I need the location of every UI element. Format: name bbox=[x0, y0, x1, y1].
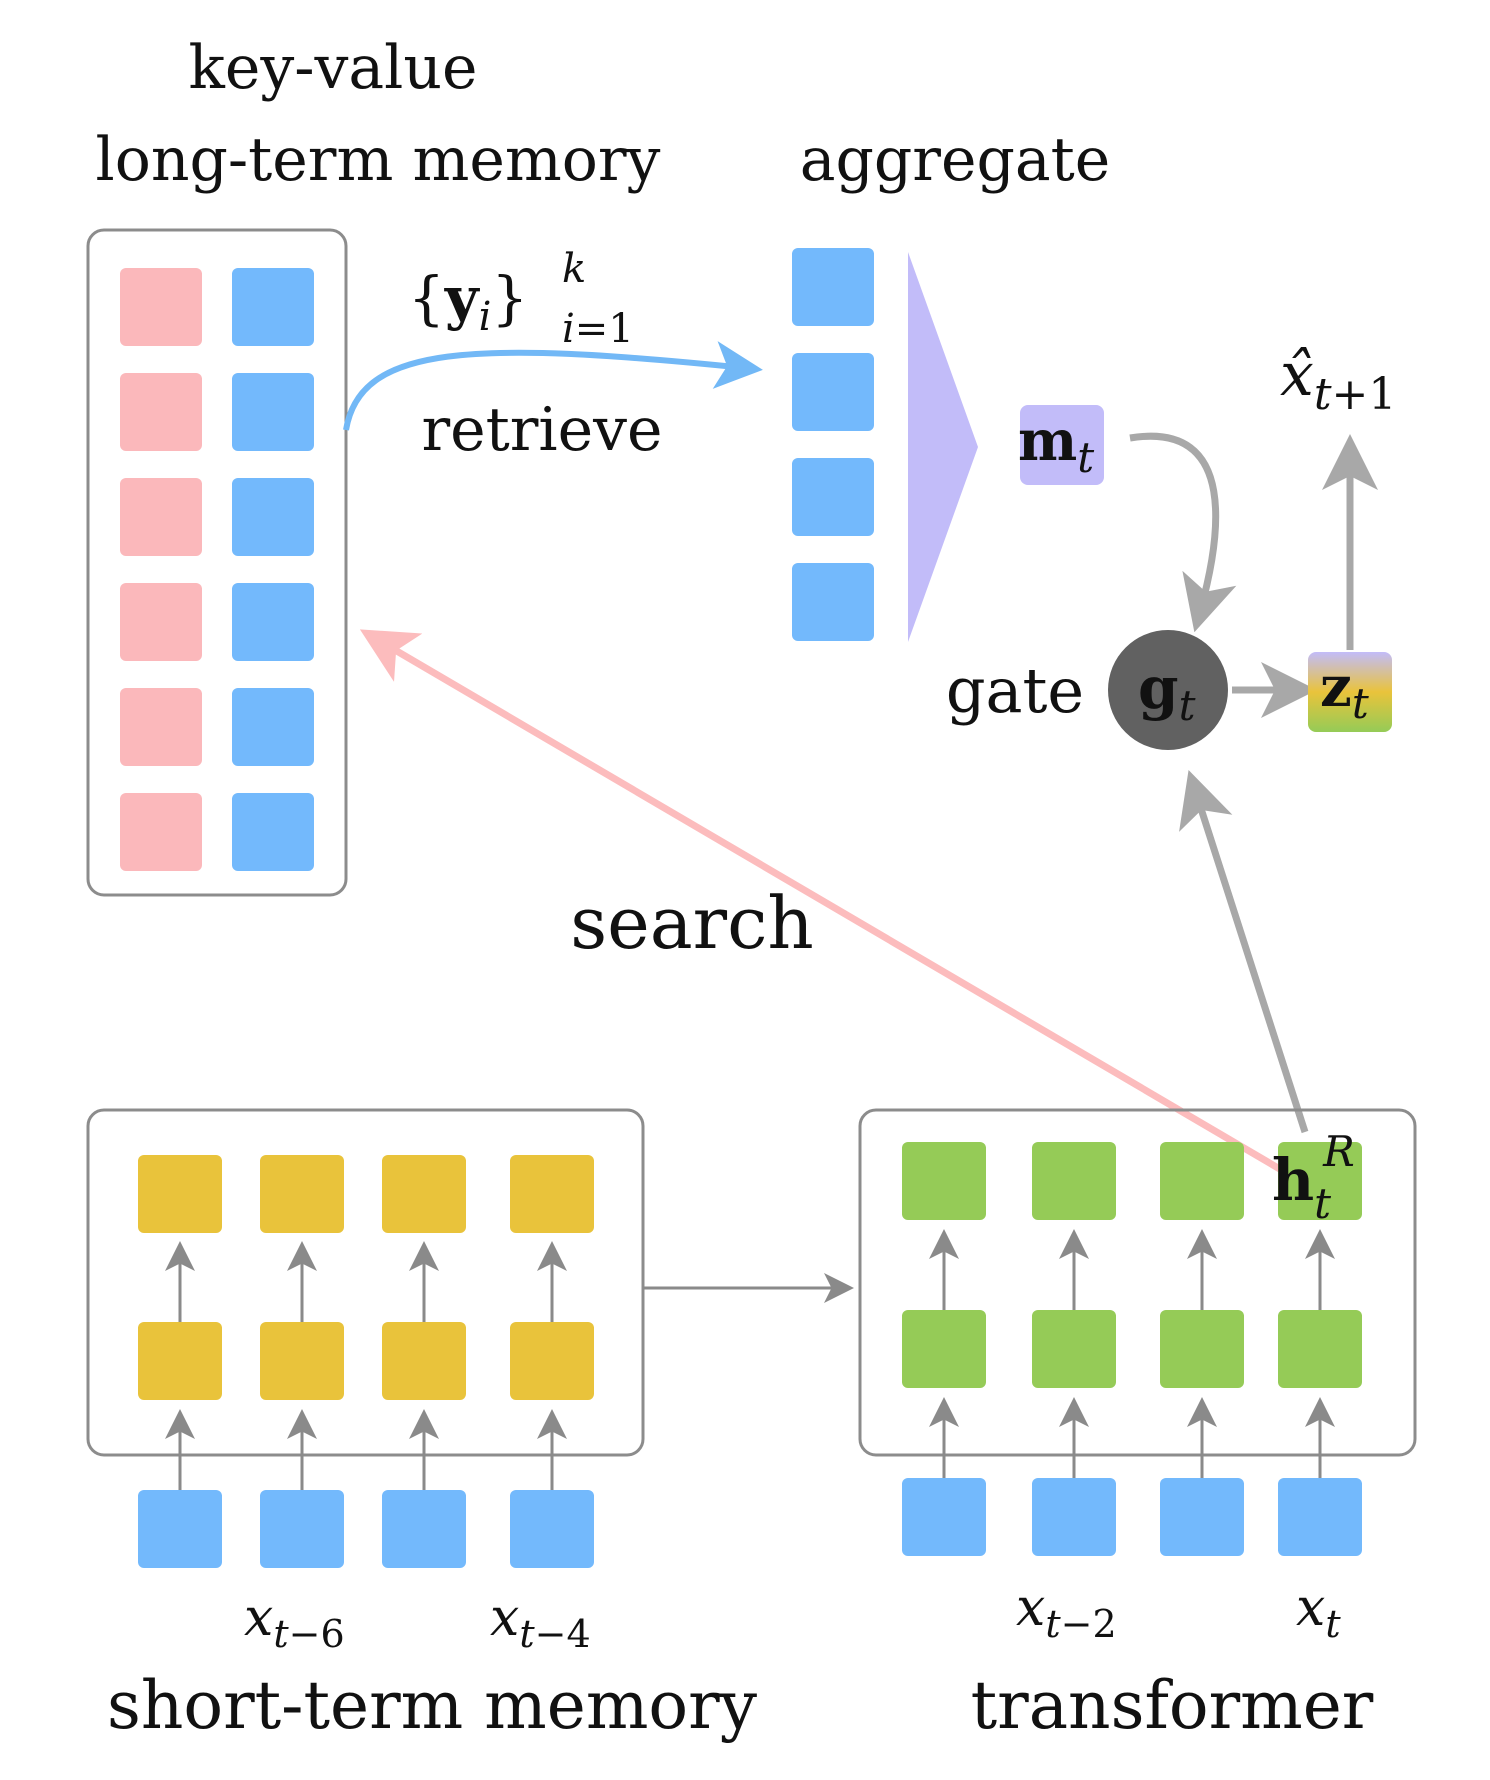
transformer-upper-cell bbox=[1032, 1142, 1116, 1220]
memory-key-cell bbox=[120, 478, 202, 556]
retrieved-value-cell bbox=[792, 353, 874, 431]
kv-memory-title-line2: long-term memory bbox=[96, 125, 661, 195]
retrieve-arrow bbox=[343, 341, 763, 431]
memory-value-cell bbox=[232, 583, 314, 661]
x-t-label: xt bbox=[1296, 1578, 1341, 1646]
stm-upper-cell bbox=[382, 1155, 466, 1233]
stm-lower-cell bbox=[138, 1322, 222, 1400]
memory-value-cell bbox=[232, 268, 314, 346]
h-to-gate-arrow bbox=[1179, 770, 1309, 1134]
x-t-minus-2-label: xt−2 bbox=[1016, 1578, 1117, 1646]
transformer-input-cell bbox=[902, 1478, 986, 1556]
transformer-upper-cell bbox=[902, 1142, 986, 1220]
aggregate-column bbox=[792, 248, 874, 641]
transformer-input-cell bbox=[1160, 1478, 1244, 1556]
stm-lower-cell bbox=[510, 1322, 594, 1400]
memory-value-cell bbox=[232, 373, 314, 451]
aggregate-label: aggregate bbox=[800, 125, 1111, 195]
memory-key-cell bbox=[120, 268, 202, 346]
x-hat-next-label: x̂t+1 bbox=[1280, 340, 1396, 420]
x-t-minus-4-label: xt−4 bbox=[490, 1588, 591, 1656]
transformer-box bbox=[858, 1108, 1417, 1457]
x-t-minus-6-label: xt−6 bbox=[244, 1588, 345, 1656]
memory-key-cell bbox=[120, 373, 202, 451]
stm-lower-cell bbox=[382, 1322, 466, 1400]
transformer-input-cell bbox=[1278, 1478, 1362, 1556]
retrieved-value-cell bbox=[792, 563, 874, 641]
memory-value-cell bbox=[232, 478, 314, 556]
long-term-memory-box bbox=[86, 228, 348, 897]
stm-input-cell bbox=[510, 1490, 594, 1568]
retrieve-label: retrieve bbox=[421, 395, 662, 465]
g-t-label: gt bbox=[1138, 654, 1196, 730]
transformer-label: transformer bbox=[971, 1667, 1374, 1744]
transformer-lower-cell bbox=[1278, 1310, 1362, 1388]
m-t-cell bbox=[1020, 405, 1104, 485]
stm-upper-cell bbox=[138, 1155, 222, 1233]
short-term-memory-label: short-term memory bbox=[107, 1667, 758, 1744]
retrieved-value-cell bbox=[792, 458, 874, 536]
memory-key-cell bbox=[120, 688, 202, 766]
transformer-lower-cell bbox=[1160, 1310, 1244, 1388]
memory-key-cell bbox=[120, 583, 202, 661]
search-label: search bbox=[570, 881, 814, 965]
transformer-upper-cell bbox=[1278, 1142, 1362, 1220]
stm-lower-cell bbox=[260, 1322, 344, 1400]
retrieved-value-cell bbox=[792, 248, 874, 326]
stm-upper-cell bbox=[510, 1155, 594, 1233]
aggregate-funnel bbox=[908, 252, 978, 642]
transformer-lower-cell bbox=[1032, 1310, 1116, 1388]
kv-memory-title-line1: key-value bbox=[188, 33, 477, 103]
search-arrow bbox=[359, 629, 1292, 1179]
h-t-R-label: htR bbox=[1272, 1127, 1355, 1228]
gate-label: gate bbox=[946, 654, 1084, 727]
z-t-label: zt bbox=[1320, 654, 1369, 728]
transformer-lower-cell bbox=[902, 1310, 986, 1388]
memory-key-cell bbox=[120, 793, 202, 871]
m-t-label: mt bbox=[1018, 408, 1094, 482]
stm-input-cell bbox=[138, 1490, 222, 1568]
stm-input-cell bbox=[382, 1490, 466, 1568]
memory-value-cell bbox=[232, 688, 314, 766]
gate-node bbox=[1108, 630, 1228, 750]
stm-upper-cell bbox=[260, 1155, 344, 1233]
m-to-gate-arrow bbox=[1129, 432, 1237, 633]
stm-input-cell bbox=[260, 1490, 344, 1568]
transformer-input-cell bbox=[1032, 1478, 1116, 1556]
memory-value-cell bbox=[232, 793, 314, 871]
short-term-memory-box bbox=[86, 1108, 645, 1457]
z-t-cell bbox=[1308, 652, 1392, 732]
transformer-upper-cell bbox=[1160, 1142, 1244, 1220]
